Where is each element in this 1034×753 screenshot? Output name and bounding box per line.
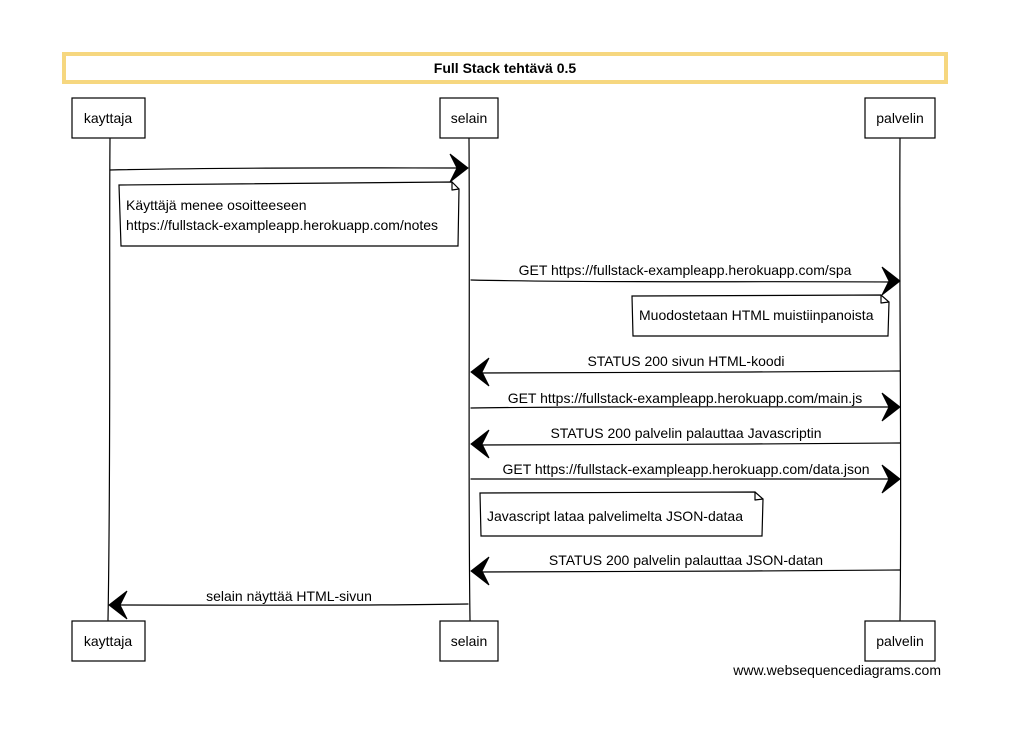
lifeline-selain: [468, 138, 471, 621]
participant-palvelin-label: palvelin: [876, 110, 923, 126]
lifeline-kayttaja: [107, 138, 111, 621]
message-status-javascript-label: STATUS 200 palvelin palauttaa Javascript…: [550, 425, 821, 441]
note-user-navigates-line-2: https://fullstack-exampleapp.herokuapp.c…: [126, 217, 438, 233]
message-get-spa-label: GET https://fullstack-exampleapp.herokua…: [519, 262, 852, 278]
message-status-javascript: STATUS 200 palvelin palauttaa Javascript…: [470, 425, 901, 459]
note-user-navigates-line-1: Käyttäjä menee osoitteeseen: [126, 197, 307, 213]
lifeline-palvelin: [899, 138, 902, 621]
message-get-mainjs-label: GET https://fullstack-exampleapp.herokua…: [508, 390, 863, 406]
message-get-mainjs: GET https://fullstack-exampleapp.herokua…: [470, 390, 901, 422]
diagram-title-text: Full Stack tehtävä 0.5: [434, 60, 577, 76]
message-status-json: STATUS 200 palvelin palauttaa JSON-datan: [470, 552, 901, 586]
note-js-loads-json: Javascript lataa palvelimelta JSON-dataa: [479, 491, 764, 537]
participant-kayttaja-bottom-label: kayttaja: [84, 633, 132, 649]
message-status-html: STATUS 200 sivun HTML-koodi: [470, 353, 901, 387]
message-get-datajson-label: GET https://fullstack-exampleapp.herokua…: [502, 461, 869, 477]
message-browser-shows-page: selain näyttää HTML-sivun: [108, 588, 469, 620]
participant-kayttaja-bottom: kayttaja: [71, 620, 146, 662]
note-build-html: Muodostetaan HTML muistiinpanoista: [631, 294, 890, 337]
participant-selain-bottom-label: selain: [451, 633, 488, 649]
message-get-datajson: GET https://fullstack-exampleapp.herokua…: [470, 461, 901, 494]
participant-selain-top: selain: [439, 97, 499, 139]
message-get-spa: GET https://fullstack-exampleapp.herokua…: [470, 262, 901, 296]
participant-kayttaja-top: kayttaja: [71, 97, 146, 139]
message-status-html-label: STATUS 200 sivun HTML-koodi: [587, 353, 784, 369]
note-user-navigates: Käyttäjä menee osoitteeseen https://full…: [118, 181, 460, 247]
message-status-json-label: STATUS 200 palvelin palauttaa JSON-datan: [549, 552, 823, 568]
participant-palvelin-bottom: palvelin: [864, 620, 936, 662]
diagram-title: Full Stack tehtävä 0.5: [62, 52, 948, 84]
message-user-to-browser: [109, 153, 469, 183]
participant-palvelin-top: palvelin: [864, 97, 936, 139]
participant-kayttaja-label: kayttaja: [84, 110, 132, 126]
note-js-loads-json-text: Javascript lataa palvelimelta JSON-dataa: [487, 508, 743, 524]
participant-selain-label: selain: [451, 110, 488, 126]
participant-selain-bottom: selain: [439, 620, 499, 662]
note-build-html-text: Muodostetaan HTML muistiinpanoista: [639, 307, 874, 323]
lifelines: [107, 138, 902, 621]
message-browser-shows-page-label: selain näyttää HTML-sivun: [206, 588, 372, 604]
participant-palvelin-bottom-label: palvelin: [876, 633, 923, 649]
watermark-text: www.websequencediagrams.com: [732, 662, 941, 678]
